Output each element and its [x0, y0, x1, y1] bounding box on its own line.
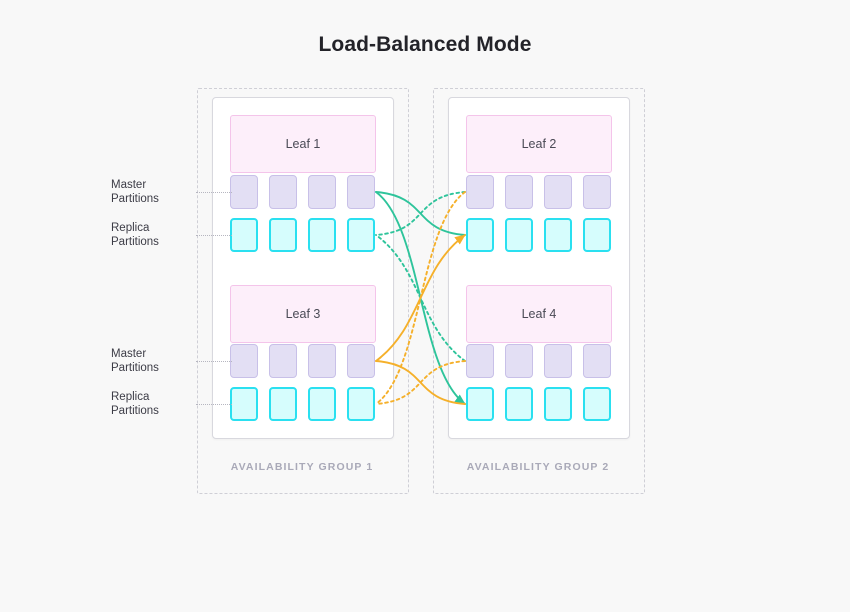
master-partition-leaf3-2[interactable] [269, 344, 297, 378]
master-partitions-label-leaf1: Master Partitions [111, 179, 159, 205]
leaf-1-box[interactable]: Leaf 1 [230, 115, 376, 173]
replica-partition-leaf3-4[interactable] [347, 387, 375, 421]
leaf-3-label: Leaf 3 [285, 307, 321, 321]
leaf-4-label: Leaf 4 [521, 307, 557, 321]
master-partition-leaf1-4[interactable] [347, 175, 375, 209]
replica-partition-leaf2-1[interactable] [466, 218, 494, 252]
replica-partition-leaf2-4[interactable] [583, 218, 611, 252]
leaf-3-box[interactable]: Leaf 3 [230, 285, 376, 343]
availability-group-1-label: AVAILABILITY GROUP 1 [230, 461, 374, 473]
replica-partition-leaf2-2[interactable] [505, 218, 533, 252]
availability-group-2-label: AVAILABILITY GROUP 2 [466, 461, 610, 473]
master-partition-leaf2-2[interactable] [505, 175, 533, 209]
replica-partitions-label-leaf1: Replica Partitions [111, 222, 159, 248]
replica-partition-leaf3-3[interactable] [308, 387, 336, 421]
page-title: Load-Balanced Mode [318, 33, 532, 56]
replica-partitions-label-leaf3: Replica Partitions [111, 391, 159, 417]
master-partition-leaf4-1[interactable] [466, 344, 494, 378]
leader-line-replica-leaf1 [196, 235, 232, 236]
replica-partition-leaf4-4[interactable] [583, 387, 611, 421]
master-partition-leaf2-4[interactable] [583, 175, 611, 209]
replica-partition-leaf1-3[interactable] [308, 218, 336, 252]
leaf-2-label: Leaf 2 [521, 137, 557, 151]
master-partition-leaf4-2[interactable] [505, 344, 533, 378]
master-partition-leaf4-4[interactable] [583, 344, 611, 378]
leaf-1-label: Leaf 1 [285, 137, 321, 151]
replica-partition-leaf3-2[interactable] [269, 387, 297, 421]
leader-line-replica-leaf3 [196, 404, 232, 405]
leaf-4-box[interactable]: Leaf 4 [466, 285, 612, 343]
master-partition-leaf3-4[interactable] [347, 344, 375, 378]
replica-partition-leaf2-3[interactable] [544, 218, 572, 252]
replica-partition-leaf1-1[interactable] [230, 218, 258, 252]
master-partition-leaf1-3[interactable] [308, 175, 336, 209]
leader-line-master-leaf1 [196, 192, 232, 193]
replica-partition-leaf3-1[interactable] [230, 387, 258, 421]
master-partition-leaf1-1[interactable] [230, 175, 258, 209]
master-partitions-label-leaf3: Master Partitions [111, 348, 159, 374]
master-partition-leaf3-1[interactable] [230, 344, 258, 378]
replica-partition-leaf4-1[interactable] [466, 387, 494, 421]
master-partition-leaf2-1[interactable] [466, 175, 494, 209]
leaf-2-box[interactable]: Leaf 2 [466, 115, 612, 173]
master-partition-leaf4-3[interactable] [544, 344, 572, 378]
master-partition-leaf2-3[interactable] [544, 175, 572, 209]
replica-partition-leaf1-2[interactable] [269, 218, 297, 252]
replica-partition-leaf1-4[interactable] [347, 218, 375, 252]
replica-partition-leaf4-3[interactable] [544, 387, 572, 421]
replica-partition-leaf4-2[interactable] [505, 387, 533, 421]
master-partition-leaf1-2[interactable] [269, 175, 297, 209]
leader-line-master-leaf3 [196, 361, 232, 362]
master-partition-leaf3-3[interactable] [308, 344, 336, 378]
